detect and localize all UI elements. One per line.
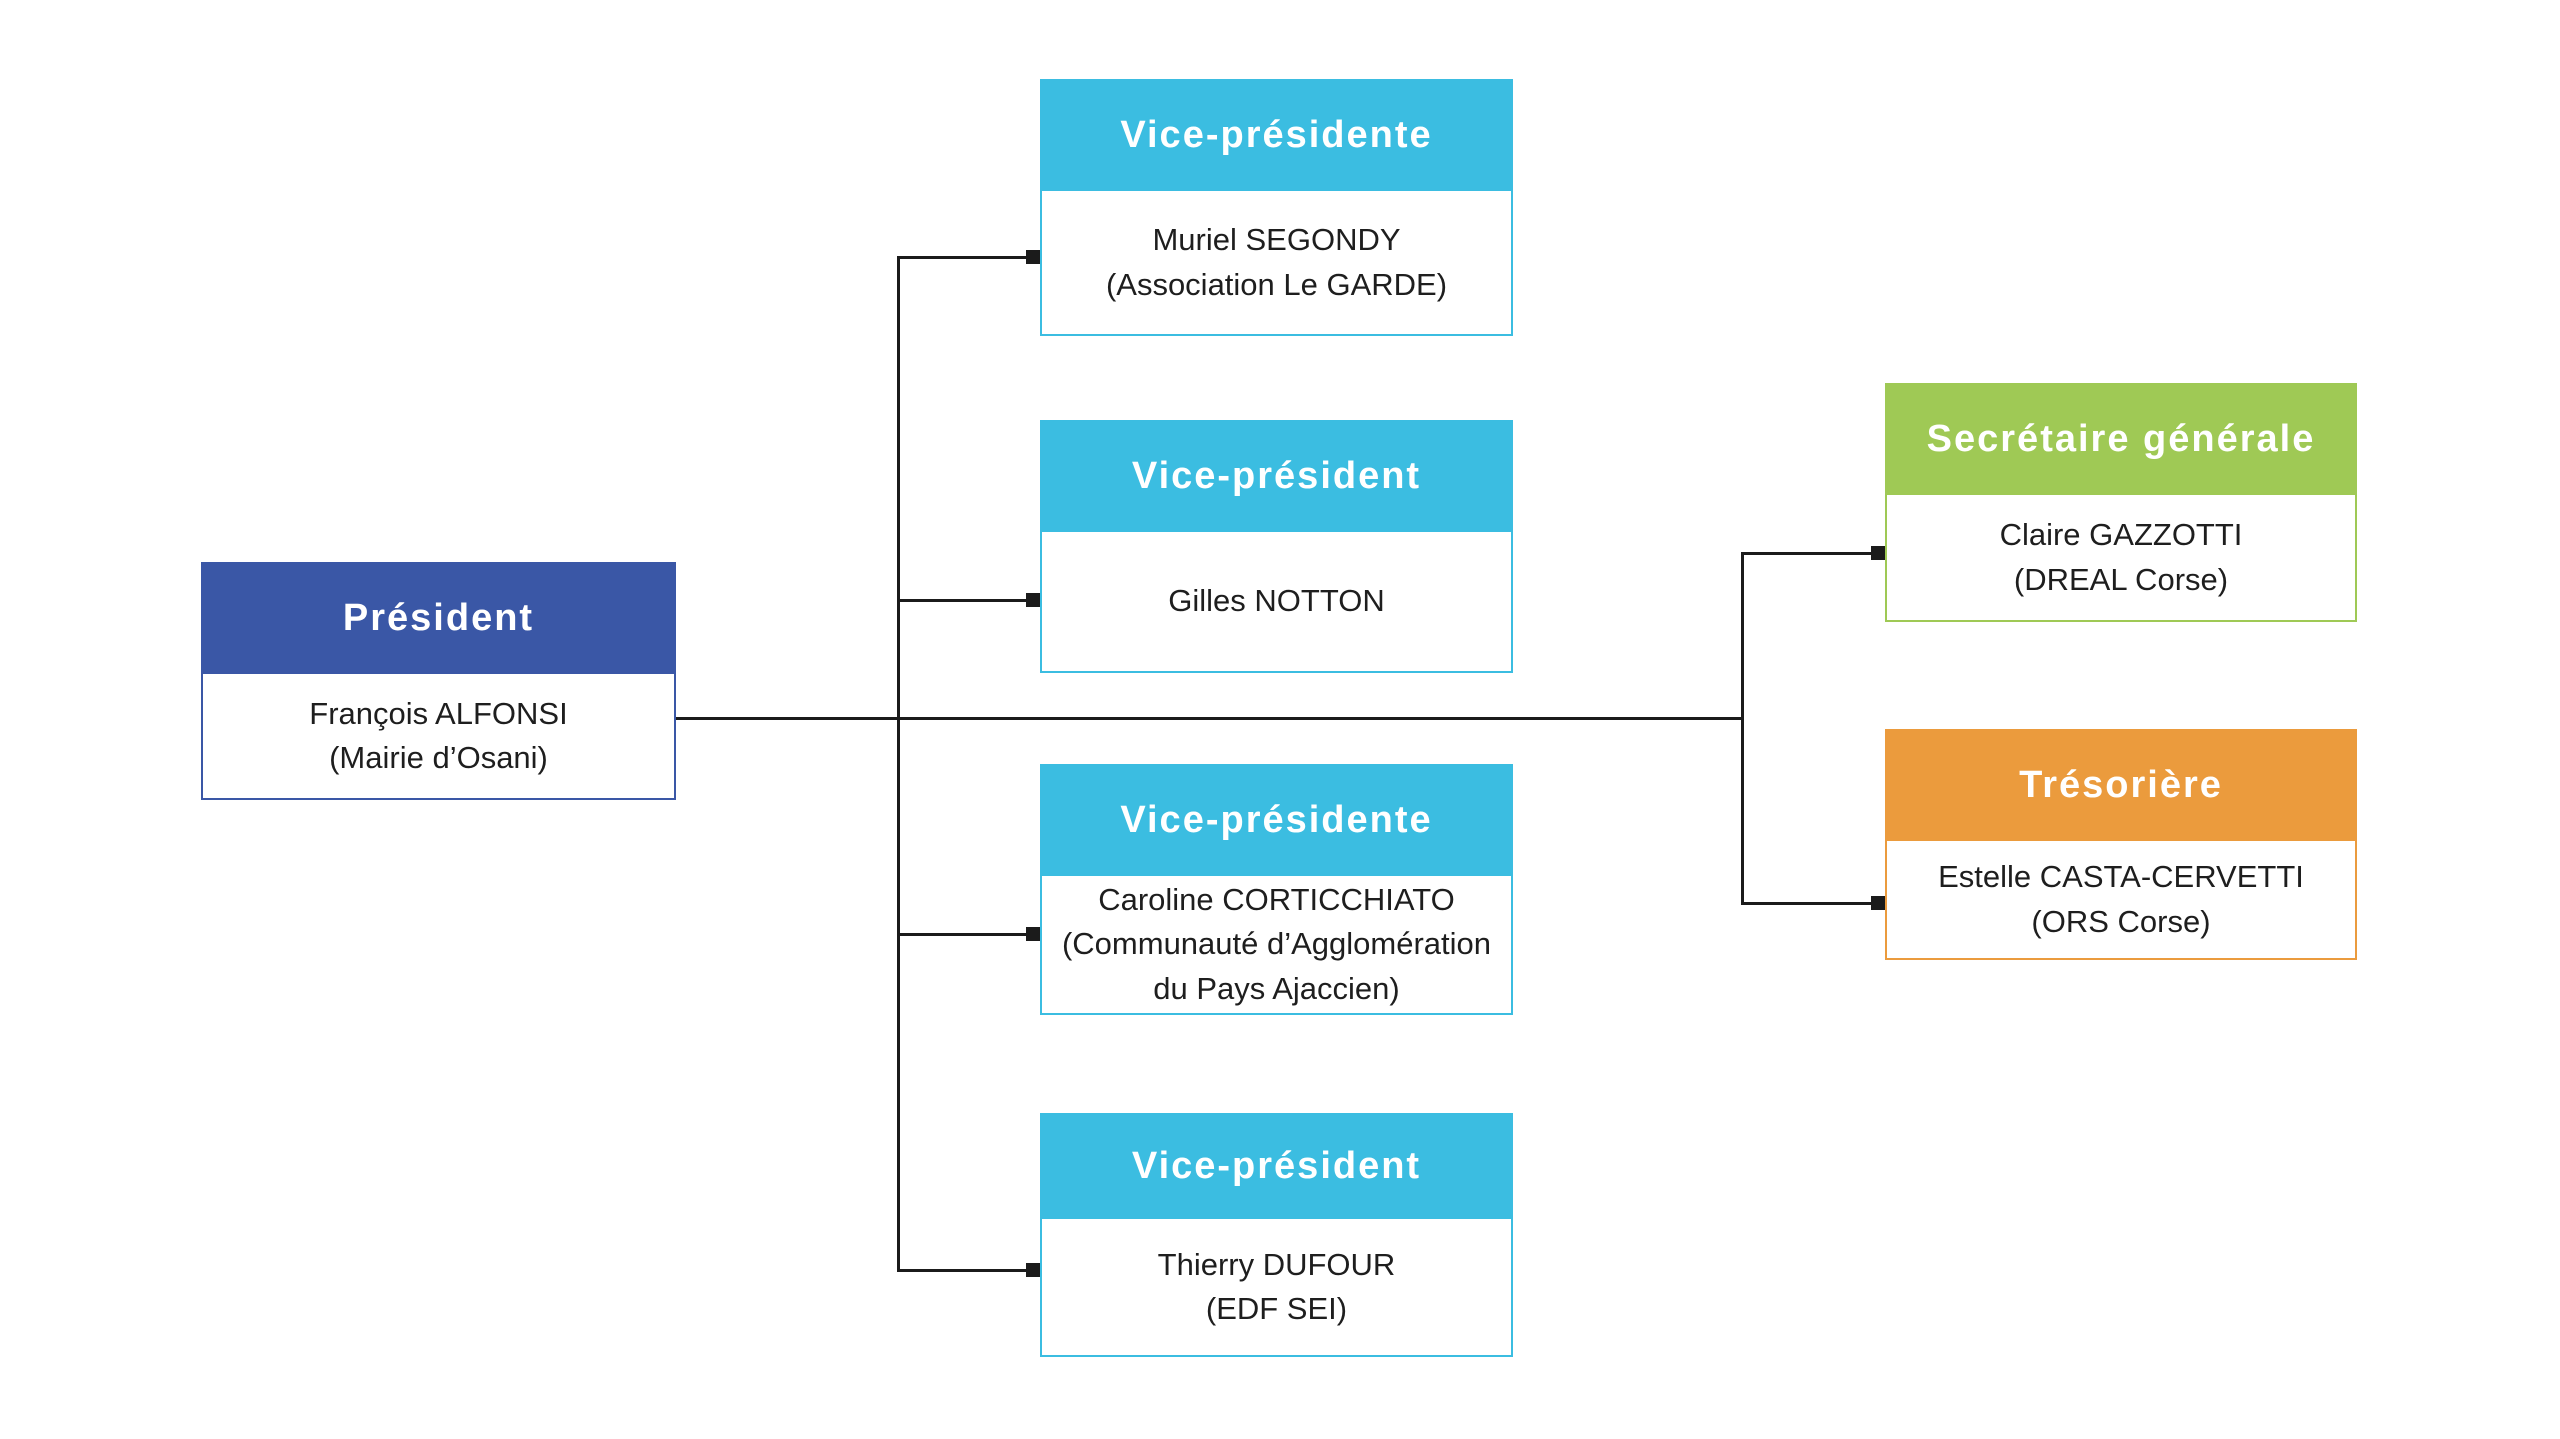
connector-right-branch-line — [1741, 552, 1744, 905]
role-header: Vice-président — [1040, 420, 1513, 532]
connector-vp1-stub-line — [897, 256, 1040, 259]
role-label: Président — [342, 596, 535, 639]
node-body: Estelle CASTA-CERVETTI (ORS Corse) — [1885, 841, 2357, 960]
member-name: Muriel SEGONDY — [1152, 222, 1401, 258]
role-header: Vice-présidente — [1040, 764, 1513, 876]
member-name: Thierry DUFOUR — [1157, 1246, 1396, 1282]
role-header: Vice-président — [1040, 1113, 1513, 1219]
node-body: Claire GAZZOTTI (DREAL Corse) — [1885, 495, 2357, 622]
member-name: Estelle CASTA-CERVETTI — [1938, 859, 2304, 895]
member-org: (ORS Corse) — [2031, 903, 2211, 939]
member-org: (Mairie d’Osani) — [329, 740, 548, 775]
org-node-secretaire-generale: Secrétaire générale Claire GAZZOTTI (DRE… — [1885, 383, 2357, 622]
connector-endpoint-marker — [1026, 593, 1040, 607]
member-name: Caroline CORTICCHIATO — [1098, 882, 1455, 918]
role-header: Secrétaire générale — [1885, 383, 2357, 495]
connector-vp-trunk-line — [897, 256, 900, 1272]
role-header: Président — [201, 562, 676, 674]
role-header: Trésorière — [1885, 729, 2357, 841]
role-label: Vice-président — [1131, 454, 1422, 497]
role-label: Vice-président — [1131, 1144, 1422, 1187]
node-body: François ALFONSI (Mairie d’Osani) — [201, 674, 676, 800]
member-name: Claire GAZZOTTI — [1999, 517, 2243, 553]
connector-vp4-stub-line — [897, 1269, 1040, 1272]
org-node-vice-presidente-1: Vice-présidente Muriel SEGONDY (Associat… — [1040, 79, 1513, 336]
connector-endpoint-marker — [1871, 546, 1885, 560]
connector-endpoint-marker — [1026, 250, 1040, 264]
org-node-vice-president-4: Vice-président Thierry DUFOUR (EDF SEI) — [1040, 1113, 1513, 1357]
role-label: Trésorière — [2019, 763, 2223, 806]
role-label: Secrétaire générale — [1926, 417, 2316, 460]
member-org: (DREAL Corse) — [2013, 561, 2229, 597]
member-org: (Association Le GARDE) — [1105, 266, 1448, 302]
connector-president-main-line — [676, 717, 1743, 720]
node-body: Thierry DUFOUR (EDF SEI) — [1040, 1219, 1513, 1357]
member-org: (Communauté d’Agglomération du Pays Ajac… — [1061, 926, 1492, 1006]
connector-vp3-stub-line — [897, 933, 1040, 936]
connector-endpoint-marker — [1871, 896, 1885, 910]
org-node-president: Président François ALFONSI (Mairie d’Osa… — [201, 562, 676, 800]
org-node-tresoriere: Trésorière Estelle CASTA-CERVETTI (ORS C… — [1885, 729, 2357, 960]
member-name: Gilles NOTTON — [1168, 583, 1385, 619]
org-node-vice-presidente-3: Vice-présidente Caroline CORTICCHIATO (C… — [1040, 764, 1513, 1015]
connector-vp2-stub-line — [897, 599, 1040, 602]
role-label: Vice-présidente — [1120, 113, 1433, 156]
connector-tres-stub-line — [1741, 902, 1885, 905]
member-org: (EDF SEI) — [1205, 1291, 1348, 1326]
node-body: Gilles NOTTON — [1040, 532, 1513, 673]
org-node-vice-president-2: Vice-président Gilles NOTTON — [1040, 420, 1513, 673]
node-body: Caroline CORTICCHIATO (Communauté d’Aggl… — [1040, 876, 1513, 1015]
connector-endpoint-marker — [1026, 1263, 1040, 1277]
role-label: Vice-présidente — [1120, 798, 1433, 841]
connector-sec-stub-line — [1741, 552, 1885, 555]
connector-endpoint-marker — [1026, 927, 1040, 941]
node-body: Muriel SEGONDY (Association Le GARDE) — [1040, 191, 1513, 336]
role-header: Vice-présidente — [1040, 79, 1513, 191]
member-name: François ALFONSI — [309, 695, 568, 731]
